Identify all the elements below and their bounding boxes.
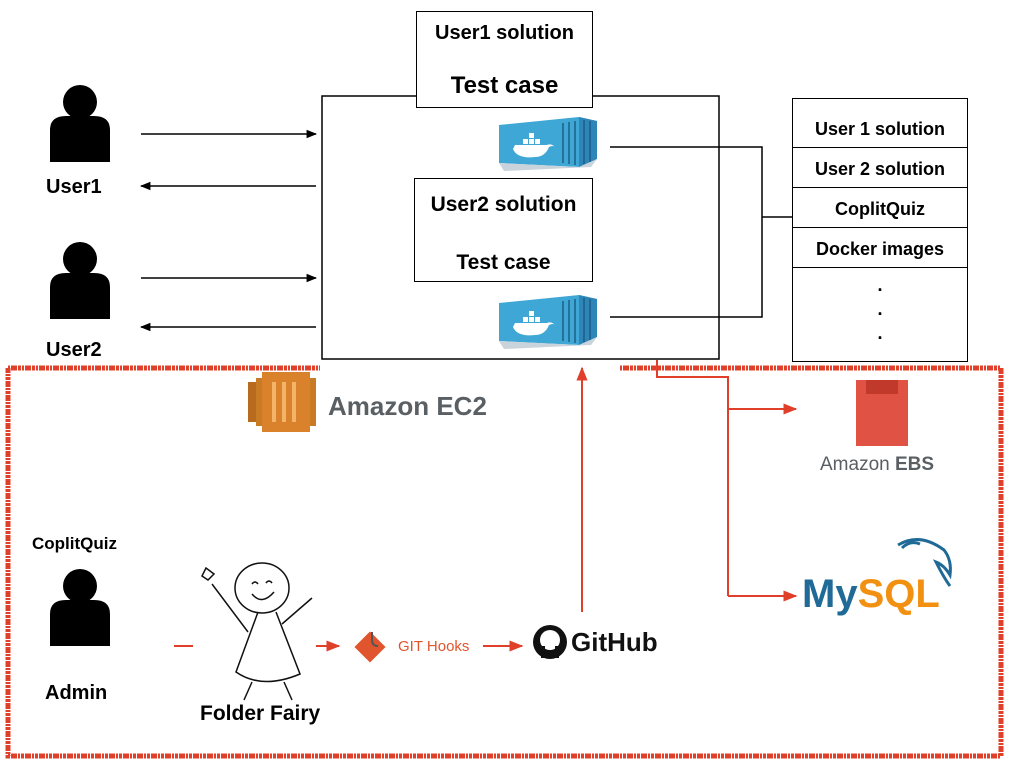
user1-solution-box: User1 solution Test case <box>416 11 593 108</box>
stack-item: User 2 solution <box>814 159 946 179</box>
user2-test-case-label: Test case <box>456 251 551 274</box>
git-hooks-label: GIT Hooks <box>398 638 470 655</box>
amazon-ec2-label: Amazon EC2 <box>328 391 487 421</box>
stack-connector <box>610 146 763 318</box>
user2-solution-label: User2 solution <box>430 193 577 216</box>
amazon-ebs-icon <box>856 380 908 446</box>
folder-fairy-label: Folder Fairy <box>200 702 321 725</box>
amazon-ec2-icon <box>248 372 316 432</box>
git-hooks-icon <box>354 631 386 663</box>
person-icon <box>50 242 110 319</box>
user2-label: User2 <box>46 339 102 361</box>
user2-solution-box: User2 solution Test case <box>414 178 593 282</box>
mysql-logo-text: MySQL <box>802 572 940 617</box>
ec2-region-border <box>5 365 1004 759</box>
stack-item: Docker images <box>815 239 945 259</box>
folder-fairy-drawing <box>201 562 313 701</box>
stack-ellipsis: . <box>877 299 883 319</box>
amazon-ebs-label: Amazon EBS <box>820 454 934 476</box>
ec2-to-services-line <box>656 360 729 596</box>
ebs-prefix: Amazon <box>820 454 890 475</box>
mysql-my: My <box>802 572 858 616</box>
user1-label: User1 <box>46 176 102 198</box>
stack-item: CoplitQuiz <box>835 199 925 219</box>
admin-group-label: CoplitQuiz <box>32 534 117 553</box>
user1-test-case-label: Test case <box>450 72 559 99</box>
github-octocat-icon <box>533 625 567 659</box>
stack-ellipsis: . <box>877 275 883 295</box>
mysql-dolphin-icon <box>897 538 952 587</box>
mysql-sql: SQL <box>857 572 940 616</box>
stack-ellipsis: . <box>877 323 883 343</box>
github-label: GitHub <box>571 627 658 657</box>
storage-stack: User 1 solution User 2 solution CoplitQu… <box>792 98 968 362</box>
admin-label: Admin <box>45 682 108 704</box>
ebs-suffix: EBS <box>894 454 935 475</box>
docker-container-icon <box>498 294 598 350</box>
user1-solution-label: User1 solution <box>435 22 574 44</box>
person-icon <box>50 569 110 646</box>
stack-item: User 1 solution <box>814 119 946 139</box>
person-icon <box>50 85 110 162</box>
docker-container-icon <box>498 116 598 172</box>
